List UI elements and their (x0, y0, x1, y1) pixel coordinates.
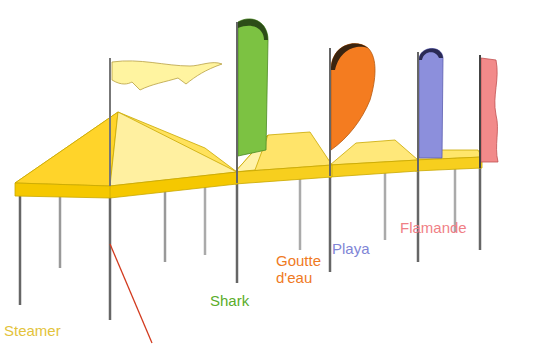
flamande-flag (480, 55, 498, 168)
goutte-deau-flag (330, 44, 375, 176)
flag-label: Goutte d'eau (276, 252, 330, 286)
streamer-flag (110, 58, 222, 186)
flag-label: Playa (332, 240, 402, 257)
flag-label: Flamande (400, 219, 510, 236)
leader-line (110, 244, 152, 343)
shark-flag (237, 19, 268, 183)
flag-label: Shark (210, 292, 290, 309)
flag-label: Steamer (4, 322, 124, 339)
playa-flag (418, 48, 443, 171)
